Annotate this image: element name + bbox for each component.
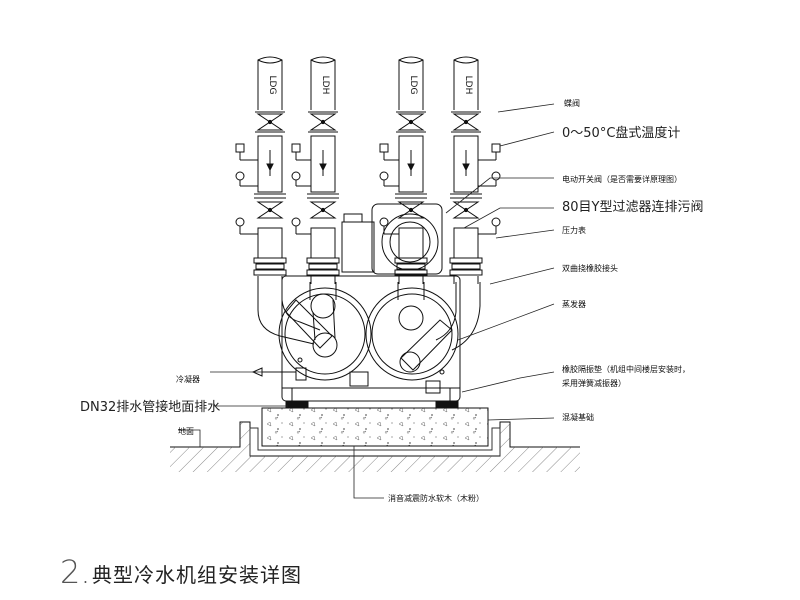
pipe-stack-3: LDG [379,56,428,284]
pipe-label-4: LDH [463,76,473,95]
label-vibration-pad-line1: 橡胶隔振垫（机组中间楼层安装时， [562,364,690,374]
pipe-label-1: LDG [267,76,277,95]
concrete-base [261,407,489,447]
pipe-stack-4: LDH [449,56,501,284]
label-drain: DN32排水管接地面排水 [80,399,220,415]
label-flex-joint: 双曲挠橡胶接头 [562,263,618,273]
label-motor-valve: 电动开关阀（是否需要详原理图） [562,174,682,184]
label-floor: 地面 [178,426,194,436]
chiller-unit [251,203,461,402]
title-text: 典型冷水机组安装详图 [92,563,302,587]
label-butterfly-valve: 蝶阀 [564,98,580,108]
label-condenser: 冷凝器 [176,374,200,384]
label-thermometer: 0～50°C盘式温度计 [562,125,680,141]
pipe-stacks: LDG LDH LDG LDH [235,56,501,284]
label-vibration-pad-line2: 采用弹簧减振器） [562,378,626,388]
pipe-stack-1: LDG [235,56,287,284]
ground [170,421,580,472]
pipe-label-2: LDH [320,76,330,95]
title-number: 2. [60,553,91,591]
label-evaporator: 蒸发器 [562,299,586,309]
label-pressure-gauge: 压力表 [562,225,586,235]
vibration-pads [285,400,459,409]
label-y-strainer: 80目Y型过滤器连排污阀 [562,199,703,215]
leader-lines [178,103,555,499]
pipe-elbows [257,282,481,373]
label-concrete-base: 混凝基础 [562,412,594,422]
pipe-label-3: LDG [408,76,418,95]
label-membrane: 消音减震防水软木（木粉） [388,493,484,503]
pipe-stack-2: LDH [291,56,340,284]
